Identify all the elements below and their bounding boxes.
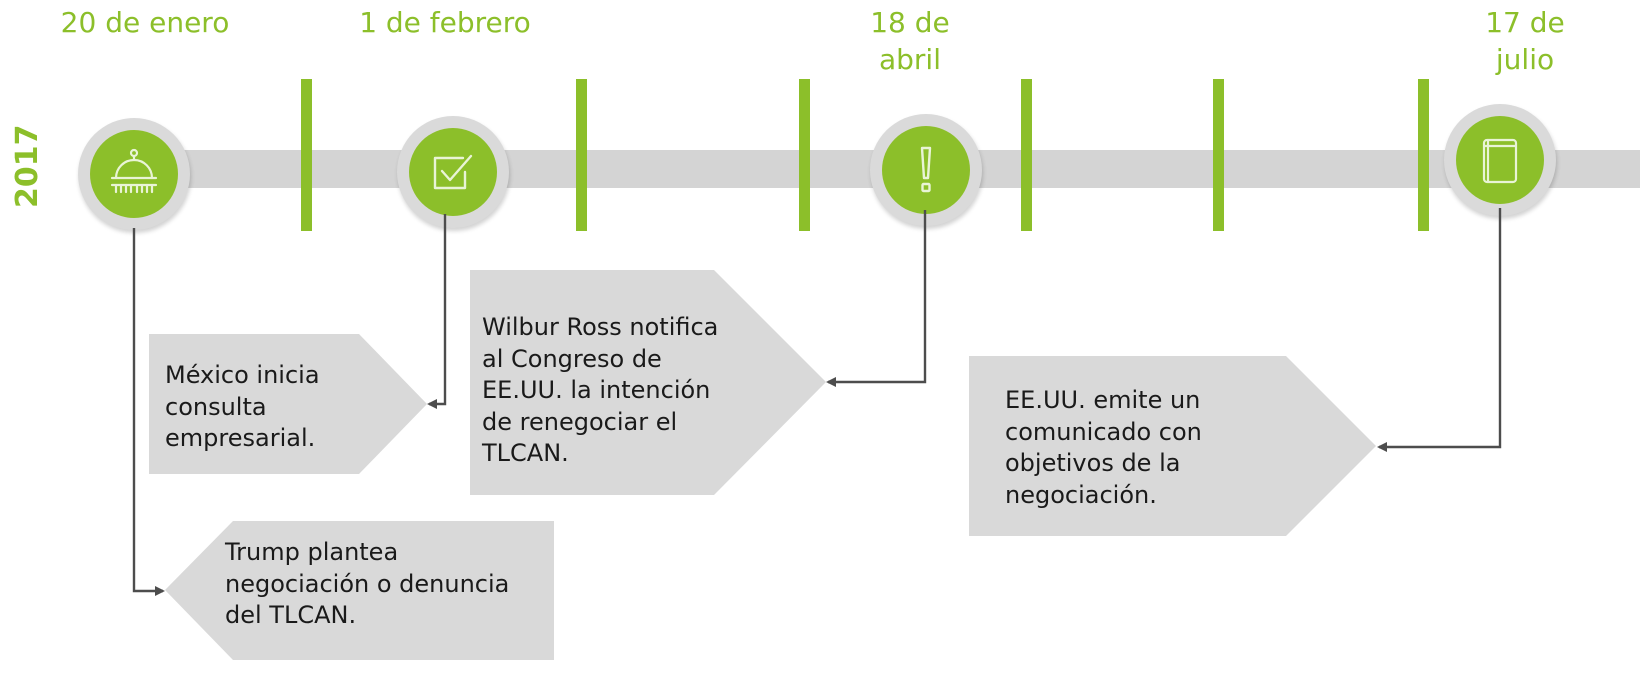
arrow-box-shape	[165, 521, 554, 660]
timeline-tick	[1021, 79, 1032, 231]
event-trump: Trump plantea negociación o denuncia del…	[165, 521, 554, 660]
connector-feb-1	[427, 214, 447, 409]
date-jul-17: 17 de julio	[1485, 6, 1565, 76]
timeline-tick	[576, 79, 587, 231]
timeline-tick	[301, 79, 312, 231]
event-mexico-consulta: México inicia consulta empresarial.	[149, 334, 429, 474]
date-jan-20: 20 de enero	[60, 6, 230, 39]
checkbox-icon	[433, 154, 473, 190]
event-usa-objetivos: EE.UU. emite un comunicado con objetivos…	[969, 356, 1378, 536]
arrow-box-shape	[149, 334, 427, 474]
date-feb-1: 1 de febrero	[359, 6, 531, 39]
event-text: EE.UU. emite un comunicado con objetivos…	[1005, 386, 1202, 509]
event-wilbur-ross: Wilbur Ross notifica al Congreso de EE.U…	[470, 270, 828, 495]
exclamation-icon	[920, 146, 932, 193]
connector-jul-17	[1377, 208, 1502, 452]
timeline-tick	[1418, 79, 1429, 231]
event-text: México inicia consulta empresarial.	[165, 361, 320, 452]
event-text: Trump plantea negociación o denuncia del…	[225, 538, 510, 629]
node-jul-17	[1444, 104, 1556, 216]
book-icon	[1482, 138, 1518, 184]
event-text: Wilbur Ross notifica al Congreso de EE.U…	[482, 313, 719, 467]
connector-apr-18	[826, 210, 927, 387]
timeline-tick	[1213, 79, 1224, 231]
date-apr-18: 18 de abril	[870, 6, 950, 76]
arrow-box-shape	[969, 356, 1376, 536]
node-inner	[1456, 116, 1544, 204]
node-inner	[882, 126, 970, 214]
node-jan-20	[78, 118, 190, 230]
arrow-box-shape	[470, 270, 826, 495]
node-inner	[90, 130, 178, 218]
connector-jan-20	[132, 228, 165, 596]
timeline-tick	[799, 79, 810, 231]
node-inner	[409, 128, 497, 216]
node-feb-1	[397, 116, 509, 228]
node-apr-18	[870, 114, 982, 226]
capitol-dome-icon	[110, 148, 158, 194]
